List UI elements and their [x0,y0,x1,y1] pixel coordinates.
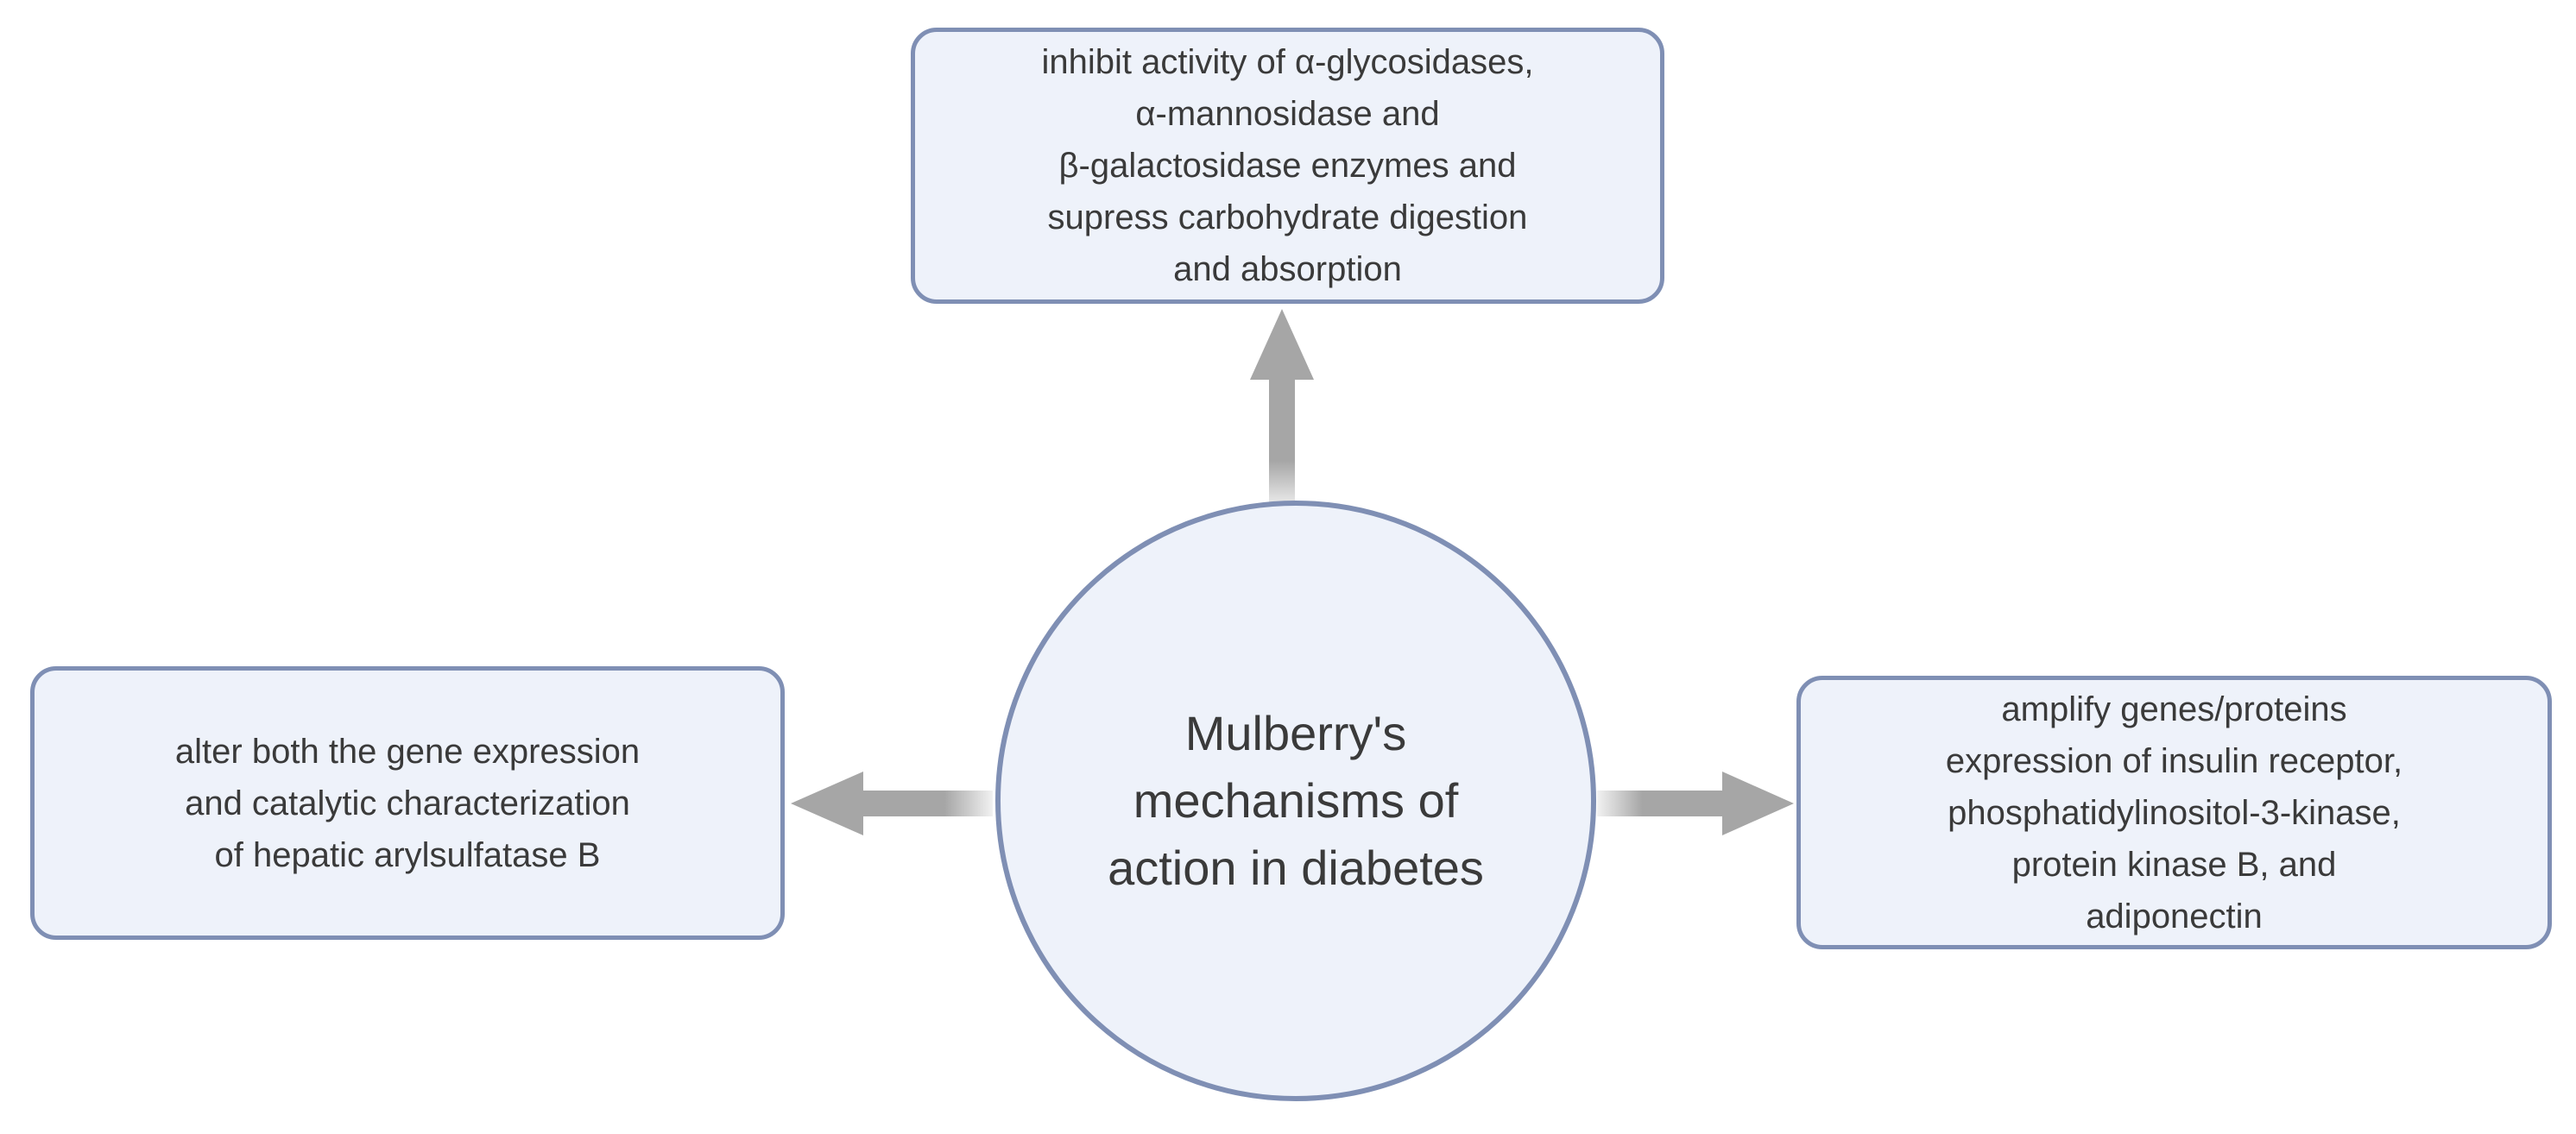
top-mechanism-text: inhibit activity of α-glycosidases, α-ma… [1041,43,1534,288]
arrow-to-right [1597,772,1794,835]
right-mechanism-text: amplify genes/proteins expression of ins… [1945,690,2403,936]
center-circle: Mulberry's mechanisms of action in diabe… [995,501,1596,1101]
center-title: Mulberry's mechanisms of action in diabe… [1108,706,1484,895]
right-mechanism-box: amplify genes/proteins expression of ins… [1796,676,2552,949]
left-mechanism-box: alter both the gene expression and catal… [30,666,785,940]
arrow-to-top [1250,309,1314,509]
top-mechanism-box: inhibit activity of α-glycosidases, α-ma… [911,28,1664,304]
left-mechanism-text: alter both the gene expression and catal… [174,732,641,874]
arrow-to-left [791,772,993,835]
